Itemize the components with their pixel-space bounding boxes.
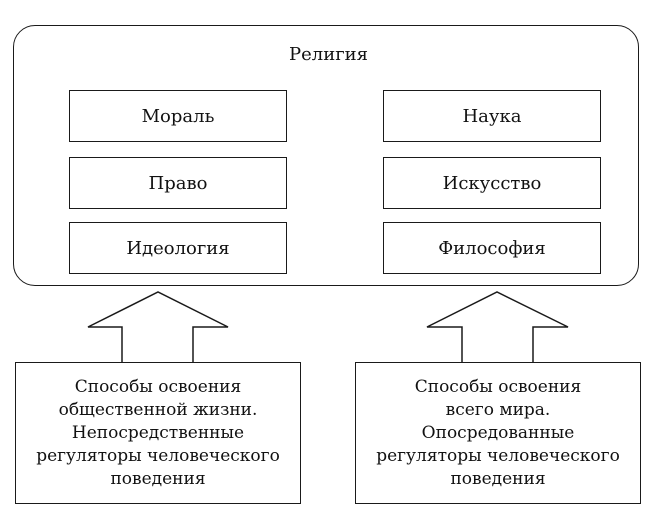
left-up-arrow <box>87 291 229 364</box>
right-description-line-5: поведения <box>450 468 546 489</box>
right-up-arrow <box>426 291 569 364</box>
box-philosophy: Философия <box>383 222 601 274</box>
left-description-line-3: Непосредственные <box>71 422 245 443</box>
box-ideology: Идеология <box>69 222 287 274</box>
left-description-line-5: поведения <box>110 468 206 489</box>
right-description-line-1: Способы освоения <box>414 376 582 397</box>
right-description-box: Способы освоения всего мира. Опосредован… <box>355 362 641 504</box>
right-description-line-4: регуляторы человеческого <box>376 445 620 466</box>
religion-title: Религия <box>289 44 368 65</box>
box-science: Наука <box>383 90 601 142</box>
left-description-box: Способы освоения общественной жизни. Неп… <box>15 362 301 504</box>
right-description-line-2: всего мира. <box>445 399 551 420</box>
box-art: Искусство <box>383 157 601 209</box>
box-morality: Мораль <box>69 90 287 142</box>
box-law: Право <box>69 157 287 209</box>
left-description-line-1: Способы освоения <box>74 376 242 397</box>
right-description-line-3: Опосредованные <box>421 422 575 443</box>
religion-container <box>13 25 639 286</box>
left-description-line-4: регуляторы человеческого <box>36 445 280 466</box>
left-description-line-2: общественной жизни. <box>58 399 258 420</box>
